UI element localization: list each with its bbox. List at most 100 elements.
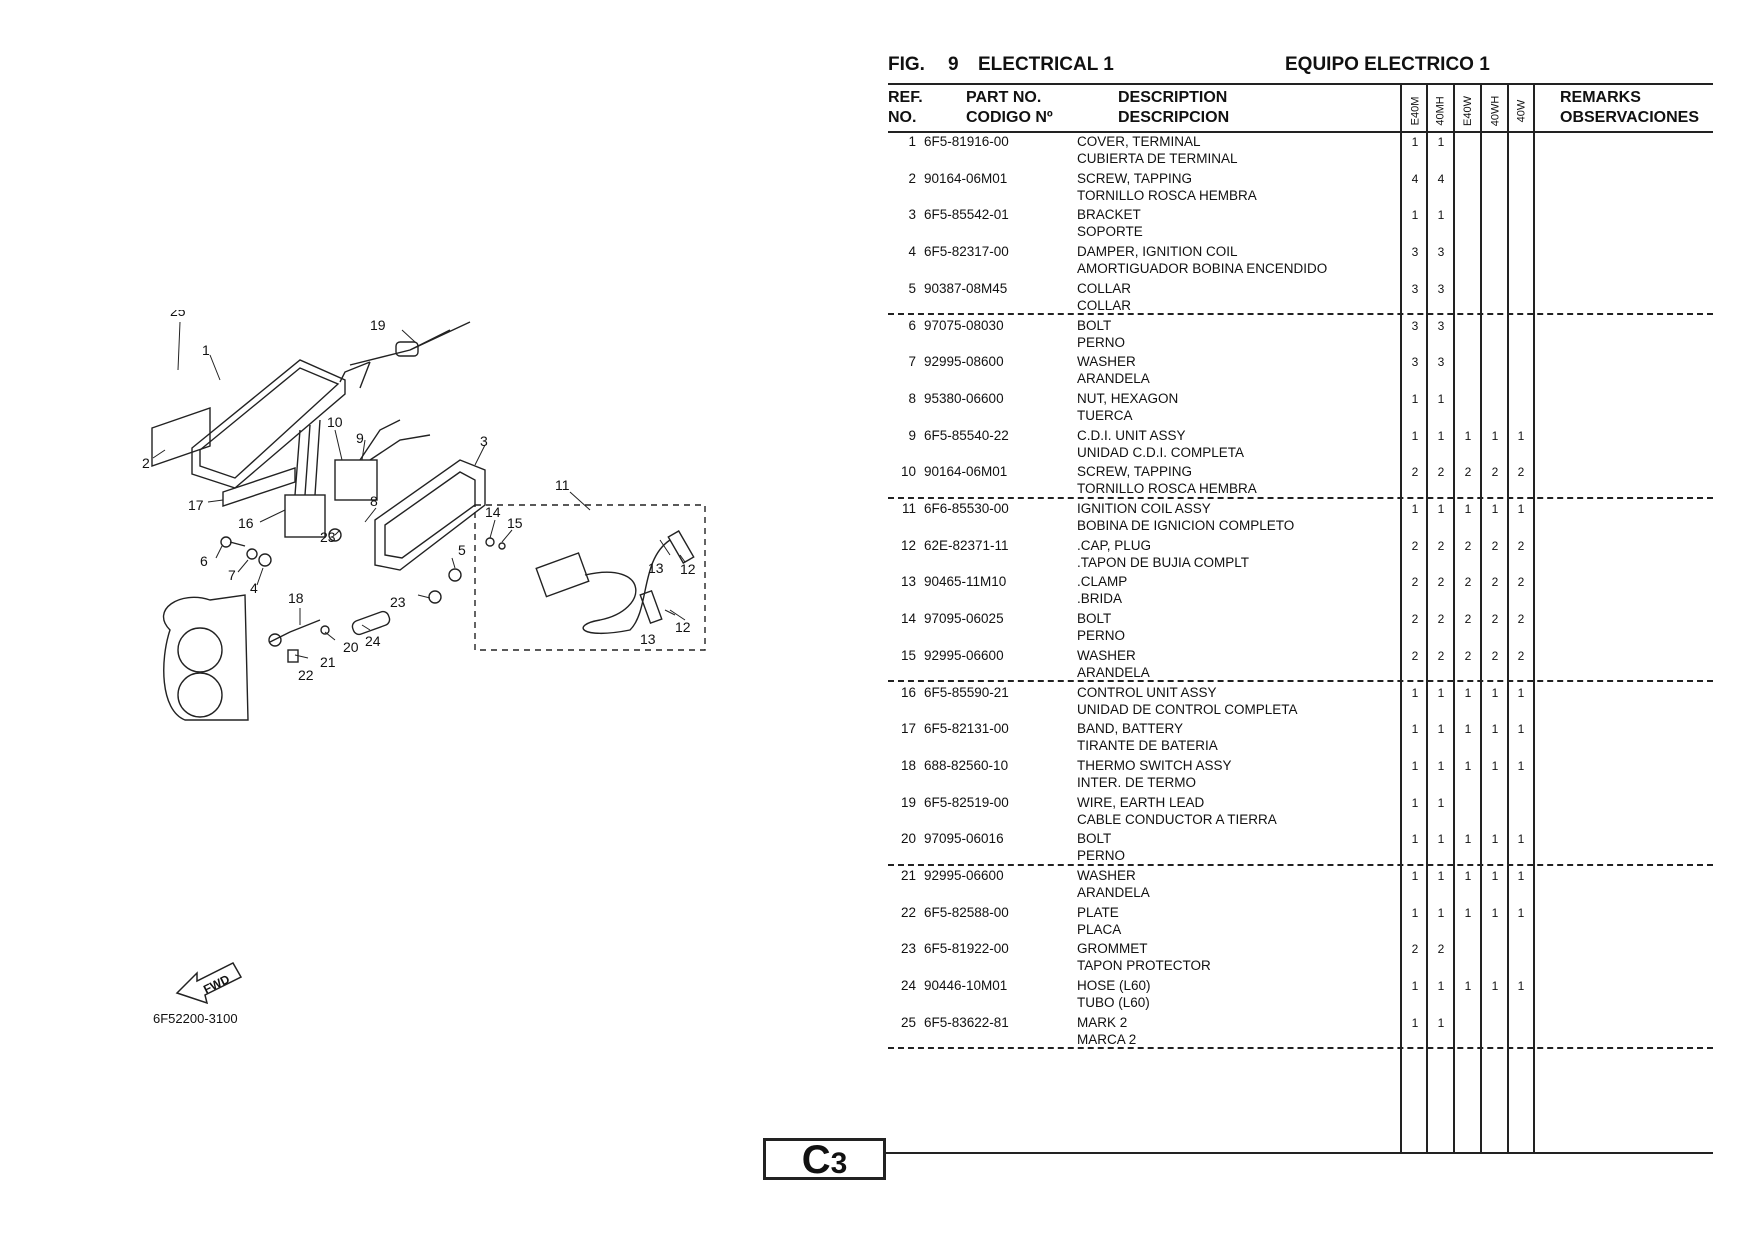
description-es: TAPON PROTECTOR <box>1077 958 1211 974</box>
description-header-en: DESCRIPTION <box>1118 89 1228 106</box>
quantity-cell: 4 <box>1411 171 1419 186</box>
description-es: UNIDAD DE CONTROL COMPLETA <box>1077 701 1298 717</box>
quantity-cell: 1 <box>1411 391 1419 406</box>
quantity-cell: 1 <box>1437 722 1445 737</box>
description-en: COVER, TERMINAL <box>1077 134 1201 149</box>
callout-13b: 13 <box>640 631 656 647</box>
callout-23b: 23 <box>390 594 406 610</box>
description-en: C.D.I. UNIT ASSY <box>1077 427 1186 443</box>
part-number: 6F5-83622-81 <box>924 1014 1009 1030</box>
description-es: BOBINA DE IGNICION COMPLETO <box>1077 518 1295 533</box>
ref-number: 9 <box>908 427 916 443</box>
group-separator <box>888 313 1713 315</box>
description-es: AMORTIGUADOR BOBINA ENCENDIDO <box>1077 261 1328 277</box>
bracket-shape <box>374 459 486 571</box>
col-rule <box>1453 83 1455 1154</box>
ref-number: 20 <box>900 831 916 847</box>
part-number: 97095-06025 <box>924 611 1004 627</box>
quantity-cell: 1 <box>1437 502 1445 516</box>
description-es: COLLAR <box>1077 297 1132 313</box>
quantity-cell: 2 <box>1491 648 1499 663</box>
description-en: NUT, HEXAGON <box>1077 390 1179 406</box>
quantity-cell: 1 <box>1464 428 1472 443</box>
fig-title-en: ELECTRICAL 1 <box>978 54 1114 75</box>
model-label: 40WH <box>1489 95 1501 126</box>
quantity-cell: 3 <box>1411 318 1419 333</box>
callout-18: 18 <box>288 590 304 606</box>
quantity-cell: 1 <box>1437 758 1445 773</box>
model-col-header: E40M <box>1402 88 1428 133</box>
description-es: ARANDELA <box>1077 371 1150 387</box>
description-es: CUBIERTA DE TERMINAL <box>1077 151 1238 166</box>
ref-number: 2 <box>908 170 916 186</box>
description-en: SCREW, TAPPING <box>1077 464 1193 480</box>
quantity-cell: 1 <box>1491 905 1499 920</box>
quantity-cell: 1 <box>1437 135 1445 149</box>
part-number: 95380-06600 <box>924 390 1004 406</box>
quantity-cell: 2 <box>1411 942 1419 957</box>
quantity-cell: 1 <box>1464 905 1472 920</box>
leader-lines-shape <box>152 321 686 659</box>
ref-number: 14 <box>900 611 916 627</box>
callout-3: 3 <box>480 433 488 449</box>
model-label: E40M <box>1409 96 1421 125</box>
part-number: 6F5-82588-00 <box>924 904 1009 920</box>
callout-6: 6 <box>200 553 208 569</box>
ref-number: 7 <box>908 354 916 370</box>
part-header-en: PART NO. <box>966 89 1042 106</box>
model-col-header: 40W <box>1508 88 1534 133</box>
description-en: .CLAMP <box>1077 574 1128 590</box>
col-rule <box>1400 83 1402 1154</box>
description-es: SOPORTE <box>1077 224 1143 240</box>
part-number: 6F5-81922-00 <box>924 941 1009 957</box>
quantity-cell: 1 <box>1437 869 1445 883</box>
fig-label: FIG. <box>888 54 925 75</box>
quantity-cell: 1 <box>1411 979 1419 994</box>
group-separator <box>888 680 1713 682</box>
quantity-cell: 2 <box>1411 612 1419 627</box>
bolts-washers-shape <box>220 528 506 663</box>
quantity-cell: 3 <box>1437 355 1445 370</box>
quantity-cell: 1 <box>1464 979 1472 994</box>
quantity-cell: 3 <box>1437 245 1445 260</box>
ref-number: 11 <box>901 501 916 516</box>
part-number: 688-82560-10 <box>924 757 1009 773</box>
part-number: 6F5-85540-22 <box>924 427 1009 443</box>
ref-number: 22 <box>900 904 916 920</box>
description-en: WASHER <box>1077 868 1136 883</box>
part-number: 90164-06M01 <box>924 170 1008 186</box>
ignition-coil-shape <box>474 504 706 651</box>
quantity-cell: 1 <box>1491 685 1499 700</box>
part-number: 6F5-82519-00 <box>924 794 1009 810</box>
part-number: 62E-82371-11 <box>924 537 1009 553</box>
part-header: PART NO. CODIGO Nº <box>966 88 1053 128</box>
description-en: IGNITION COIL ASSY <box>1077 501 1211 516</box>
callout-8: 8 <box>370 493 378 509</box>
col-rule <box>1533 83 1535 1154</box>
quantity-cell: 2 <box>1411 648 1419 663</box>
callout-4: 4 <box>250 580 258 596</box>
forward-arrow-icon: FWD <box>175 955 245 1005</box>
fig-number: 9 <box>948 54 959 75</box>
description-header: DESCRIPTION DESCRIPCION <box>1118 88 1229 128</box>
quantity-cell: 2 <box>1411 538 1419 553</box>
description-es: UNIDAD C.D.I. COMPLETA <box>1077 444 1245 460</box>
quantity-cell: 2 <box>1437 942 1445 957</box>
quantity-cell: 1 <box>1437 685 1445 700</box>
quantity-cell: 1 <box>1437 391 1445 406</box>
quantity-cell: 2 <box>1464 465 1472 480</box>
callout-19: 19 <box>370 317 386 333</box>
ref-number: 23 <box>900 941 916 957</box>
